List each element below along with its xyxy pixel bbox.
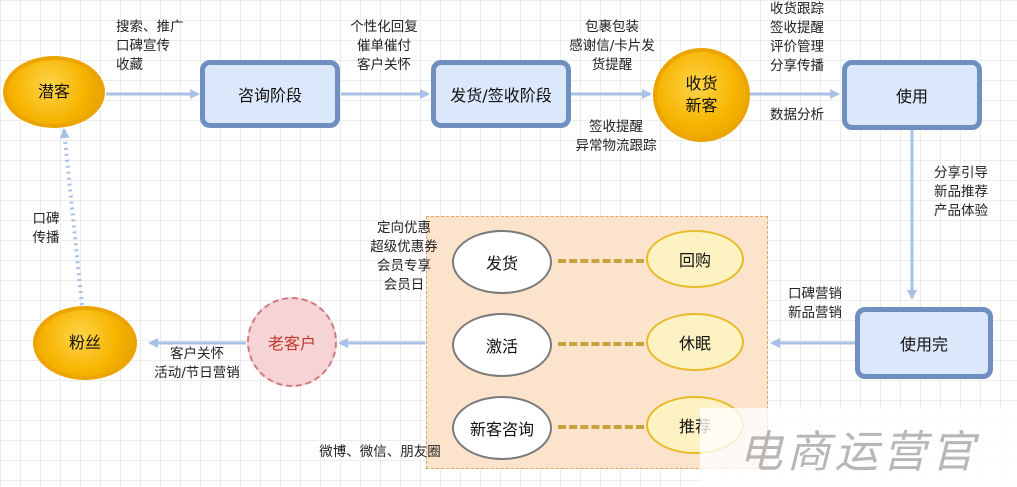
node-shiyongwan: 使用完	[855, 307, 993, 379]
label-social-0: 微博、微信、朋友圈	[319, 444, 441, 460]
label-search-promo-0: 搜索、推广	[116, 19, 184, 35]
label-wom-spread-1: 传播	[32, 230, 60, 246]
label-share-guide: 分享引导 新品推荐 产品体验	[922, 164, 1000, 221]
label-wom-marketing: 口碑营销 新品营销	[778, 285, 852, 323]
node-zixun-label: 咨询阶段	[237, 86, 302, 105]
label-personal-reply-2: 客户关怀	[357, 57, 411, 73]
dash-row-0	[558, 259, 644, 263]
node-fahuo-qianshou: 发货/签收阶段	[431, 60, 571, 128]
label-data-analysis: 数据分析	[758, 106, 836, 125]
label-wom-spread-0: 口碑	[32, 211, 60, 227]
node-shiyong-label: 使用	[895, 87, 928, 106]
label-care-holiday-1: 活动/节日营销	[154, 365, 240, 381]
label-sign-remind: 签收提醒 异常物流跟踪	[560, 118, 672, 156]
label-search-promo: 搜索、推广 口碑宣传 收藏	[116, 18, 184, 75]
panel-left-1-label: 激活	[485, 337, 518, 356]
dash-row-2	[558, 425, 644, 429]
label-share-guide-1: 新品推荐	[934, 184, 988, 200]
label-share-guide-2: 产品体验	[934, 203, 988, 219]
label-personal-reply-1: 催单催付	[357, 38, 411, 54]
label-share-guide-0: 分享引导	[934, 165, 988, 181]
label-data-analysis-0: 数据分析	[770, 107, 824, 123]
dash-row-1	[558, 342, 644, 346]
label-receipt-track-2: 评价管理	[770, 39, 824, 55]
label-wom-marketing-0: 口碑营销	[788, 286, 842, 302]
node-fensi-label: 粉丝	[68, 333, 101, 352]
label-coupons-3: 会员日	[383, 277, 425, 293]
panel-right-1-label: 休眠	[678, 334, 711, 353]
label-package-1: 感谢信/卡片发	[569, 38, 655, 54]
label-package-2: 货提醒	[591, 57, 633, 73]
label-wom-marketing-1: 新品营销	[788, 305, 842, 321]
watermark-text: 电商运营官	[738, 426, 979, 478]
node-shouhuo-xinke: 收货 新客	[653, 48, 750, 142]
label-receipt-track: 收货跟踪 签收提醒 评价管理 分享传播	[758, 0, 836, 76]
label-wom-spread: 口碑 传播	[24, 210, 68, 248]
panel-left-2: 新客咨询	[452, 396, 552, 460]
watermark: 电商运营官	[700, 408, 1017, 487]
node-shiyong: 使用	[842, 60, 982, 130]
label-package-0: 包裹包装	[585, 19, 639, 35]
label-receipt-track-0: 收货跟踪	[770, 1, 824, 17]
node-shouhuo-xinke-line2: 新客	[685, 96, 718, 115]
node-fensi: 粉丝	[33, 306, 137, 380]
label-personal-reply: 个性化回复 催单催付 客户关怀	[340, 18, 428, 75]
label-care-holiday-0: 客户关怀	[170, 346, 224, 362]
panel-left-2-label: 新客咨询	[469, 420, 534, 439]
panel-right-0-label: 回购	[678, 251, 711, 270]
label-coupons-1: 超级优惠券	[370, 239, 438, 255]
node-shouhuo-xinke-line1: 收货	[685, 74, 718, 93]
label-search-promo-1: 口碑宣传	[116, 38, 170, 54]
label-receipt-track-1: 签收提醒	[770, 20, 824, 36]
node-shiyongwan-label: 使用完	[899, 335, 948, 354]
panel-left-0-label: 发货	[485, 254, 518, 273]
label-search-promo-2: 收藏	[116, 57, 143, 73]
label-coupons-0: 定向优惠	[377, 220, 431, 236]
label-social: 微博、微信、朋友圈	[300, 443, 460, 462]
panel-left-1: 激活	[452, 313, 552, 377]
node-fahuo-qianshou-label: 发货/签收阶段	[450, 86, 552, 105]
panel-right-0: 回购	[646, 230, 744, 288]
label-sign-remind-1: 异常物流跟踪	[575, 138, 657, 154]
panel-right-1: 休眠	[646, 313, 744, 371]
label-coupons: 定向优惠 超级优惠券 会员专享 会员日	[356, 219, 452, 295]
label-sign-remind-0: 签收提醒	[589, 119, 643, 135]
node-laokehu-label: 老客户	[267, 334, 316, 353]
panel-left-0: 发货	[452, 230, 552, 294]
label-receipt-track-3: 分享传播	[770, 58, 824, 74]
label-personal-reply-0: 个性化回复	[350, 19, 418, 35]
label-coupons-2: 会员专享	[377, 258, 431, 274]
node-qianke-label: 潜客	[37, 82, 70, 101]
label-care-holiday: 客户关怀 活动/节日营销	[142, 345, 252, 383]
node-laokehu: 老客户	[247, 297, 337, 387]
label-package: 包裹包装 感谢信/卡片发 货提醒	[558, 18, 666, 75]
node-zixun: 咨询阶段	[200, 60, 340, 128]
node-qianke: 潜客	[3, 56, 105, 128]
